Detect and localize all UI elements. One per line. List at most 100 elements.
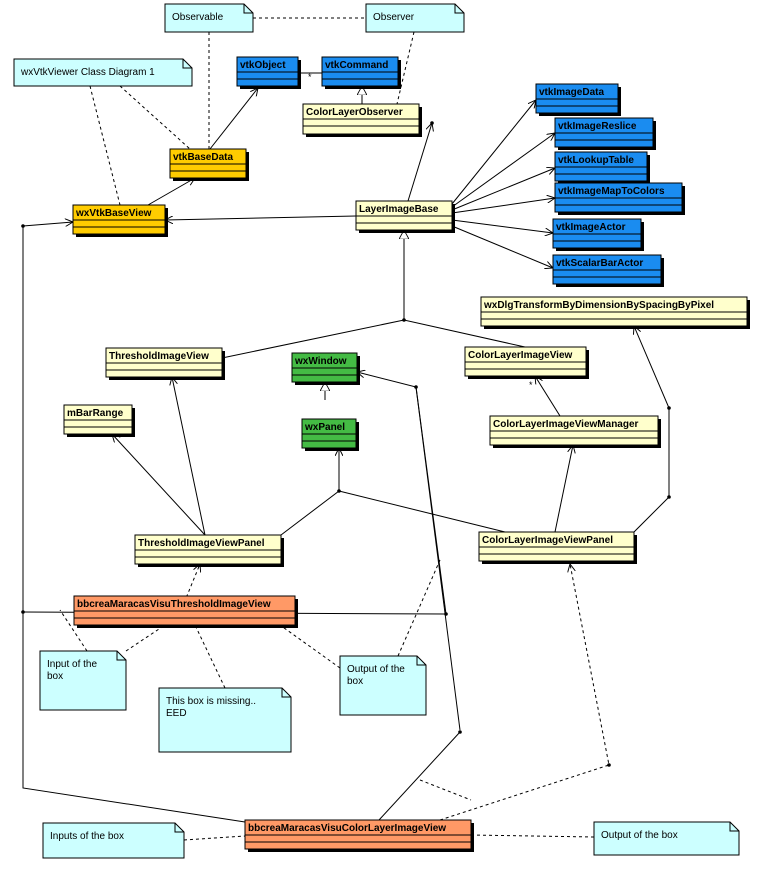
class-name: vtkBaseData bbox=[173, 152, 233, 163]
note-text: This box is missing.. bbox=[166, 696, 256, 707]
class-mBarRange[interactable]: mBarRange bbox=[63, 404, 135, 437]
class-name: vtkImageData bbox=[539, 87, 604, 98]
junction-dot bbox=[667, 406, 671, 410]
note-output-of-box-2: Output of the box bbox=[593, 821, 740, 856]
class-name: mBarRange bbox=[67, 408, 124, 419]
class-wxVtkBaseView[interactable]: wxVtkBaseView bbox=[72, 204, 168, 237]
class-ColorLayerImageViewPanel[interactable]: ColorLayerImageViewPanel bbox=[478, 531, 637, 564]
multiplicity-label: * bbox=[308, 72, 312, 82]
class-wxDlgTransform[interactable]: wxDlgTransformByDimensionBySpacingByPixe… bbox=[480, 296, 750, 329]
class-name: vtkScalarBarActor bbox=[556, 258, 643, 269]
class-vtkLookupTable[interactable]: vtkLookupTable bbox=[554, 151, 650, 184]
note-text: Input of the bbox=[47, 659, 97, 670]
connector-line bbox=[451, 168, 555, 211]
multiplicity-layer: ** bbox=[308, 72, 533, 390]
connector-line bbox=[451, 225, 553, 268]
class-name: vtkImageActor bbox=[556, 222, 626, 233]
note-text: Observable bbox=[172, 12, 224, 23]
note-text: Output of the box bbox=[601, 830, 678, 841]
note-text: box bbox=[47, 671, 63, 682]
note-observer: Observer bbox=[365, 3, 465, 33]
connector-line bbox=[194, 624, 226, 689]
connector-line bbox=[407, 123, 432, 202]
connector-line bbox=[125, 624, 166, 652]
class-LayerImageBase[interactable]: LayerImageBase bbox=[355, 200, 455, 233]
junction-dot bbox=[21, 610, 25, 614]
junction-dot bbox=[414, 385, 418, 389]
connector-line bbox=[280, 448, 339, 536]
connector-line bbox=[209, 88, 258, 150]
junction-dot bbox=[667, 495, 671, 499]
connector-line bbox=[451, 100, 536, 205]
class-name: ColorLayerImageView bbox=[468, 350, 573, 361]
class-name: bbcreaMaracasVisuColorLayerImageView bbox=[248, 823, 446, 834]
class-ThresholdImageViewPanel[interactable]: ThresholdImageViewPanel bbox=[134, 534, 284, 567]
class-name: vtkObject bbox=[240, 60, 286, 71]
class-name: bbcreaMaracasVisuThresholdImageView bbox=[77, 599, 271, 610]
class-name: ThresholdImageView bbox=[109, 351, 209, 362]
connector-line bbox=[397, 559, 441, 657]
class-name: ColorLayerObserver bbox=[306, 107, 403, 118]
class-name: wxPanel bbox=[304, 422, 345, 433]
notes-layer: Observable Observer wxVtkViewer Class Diag… bbox=[13, 3, 740, 859]
class-vtkCommand[interactable]: vtkCommand bbox=[321, 56, 401, 89]
note-inputs-of-box: Inputs of the box bbox=[42, 822, 185, 859]
connector-line bbox=[396, 31, 415, 105]
note-text: EED bbox=[166, 708, 187, 719]
connector-line bbox=[112, 434, 206, 536]
connector-line bbox=[554, 445, 573, 533]
class-name: LayerImageBase bbox=[359, 204, 439, 215]
note-box-missing: This box is missing..EED bbox=[158, 687, 292, 753]
class-name: ColorLayerImageViewPanel bbox=[482, 535, 613, 546]
class-name: wxVtkBaseView bbox=[75, 208, 152, 219]
class-ColorLayerImageViewManager[interactable]: ColorLayerImageViewManager bbox=[489, 415, 661, 448]
connector-line bbox=[378, 731, 461, 821]
connector-line bbox=[22, 222, 73, 226]
class-vtkImageActor[interactable]: vtkImageActor bbox=[552, 218, 644, 251]
junction-dot bbox=[21, 224, 25, 228]
connector-line bbox=[174, 564, 200, 626]
connector-line bbox=[172, 377, 206, 536]
class-name: ColorLayerImageViewManager bbox=[493, 419, 639, 430]
note-observable: Observable bbox=[164, 3, 254, 33]
connector-line bbox=[470, 834, 595, 838]
connector-line bbox=[22, 226, 246, 823]
junction-dot bbox=[458, 730, 462, 734]
junction-dot bbox=[402, 318, 406, 322]
class-name: wxDlgTransformByDimensionBySpacingByPixe… bbox=[483, 300, 714, 311]
connector-line bbox=[279, 624, 341, 669]
connector-line bbox=[439, 564, 610, 821]
note-text: wxVtkViewer Class Diagram 1 bbox=[20, 67, 155, 78]
class-name: vtkImageMapToColors bbox=[558, 186, 665, 197]
class-bbColorLayer[interactable]: bbcreaMaracasVisuColorLayerImageView bbox=[244, 819, 474, 852]
class-ThresholdImageView[interactable]: ThresholdImageView bbox=[105, 347, 225, 380]
connector-line bbox=[535, 376, 561, 417]
connector-line bbox=[338, 490, 506, 533]
class-vtkImageData[interactable]: vtkImageData bbox=[535, 83, 621, 116]
class-bbThreshold[interactable]: bbcreaMaracasVisuThresholdImageView bbox=[73, 595, 298, 628]
class-ColorLayerObserver[interactable]: ColorLayerObserver bbox=[302, 103, 422, 137]
class-vtkImageMapToColors[interactable]: vtkImageMapToColors bbox=[554, 182, 685, 215]
connectors bbox=[21, 17, 671, 841]
junction-dot bbox=[430, 121, 434, 125]
multiplicity-label: * bbox=[529, 380, 533, 390]
class-wxWindow[interactable]: wxWindow bbox=[291, 352, 360, 385]
class-vtkBaseData[interactable]: vtkBaseData bbox=[169, 148, 249, 181]
class-vtkObject[interactable]: vtkObject bbox=[236, 56, 301, 89]
class-name: ThresholdImageViewPanel bbox=[138, 538, 265, 549]
note-text: box bbox=[347, 676, 363, 687]
class-wxPanel[interactable]: wxPanel bbox=[301, 418, 359, 451]
connector-line bbox=[451, 198, 555, 214]
class-vtkScalarBarActor[interactable]: vtkScalarBarActor bbox=[552, 254, 664, 287]
connector-line bbox=[451, 219, 553, 233]
class-vtkImageReslice[interactable]: vtkImageReslice bbox=[554, 117, 656, 150]
note-text: Inputs of the box bbox=[50, 831, 124, 842]
connector-line bbox=[415, 386, 461, 731]
class-ColorLayerImageView[interactable]: ColorLayerImageView bbox=[464, 346, 589, 379]
connector-line bbox=[119, 85, 191, 150]
junction-dot bbox=[444, 612, 448, 616]
